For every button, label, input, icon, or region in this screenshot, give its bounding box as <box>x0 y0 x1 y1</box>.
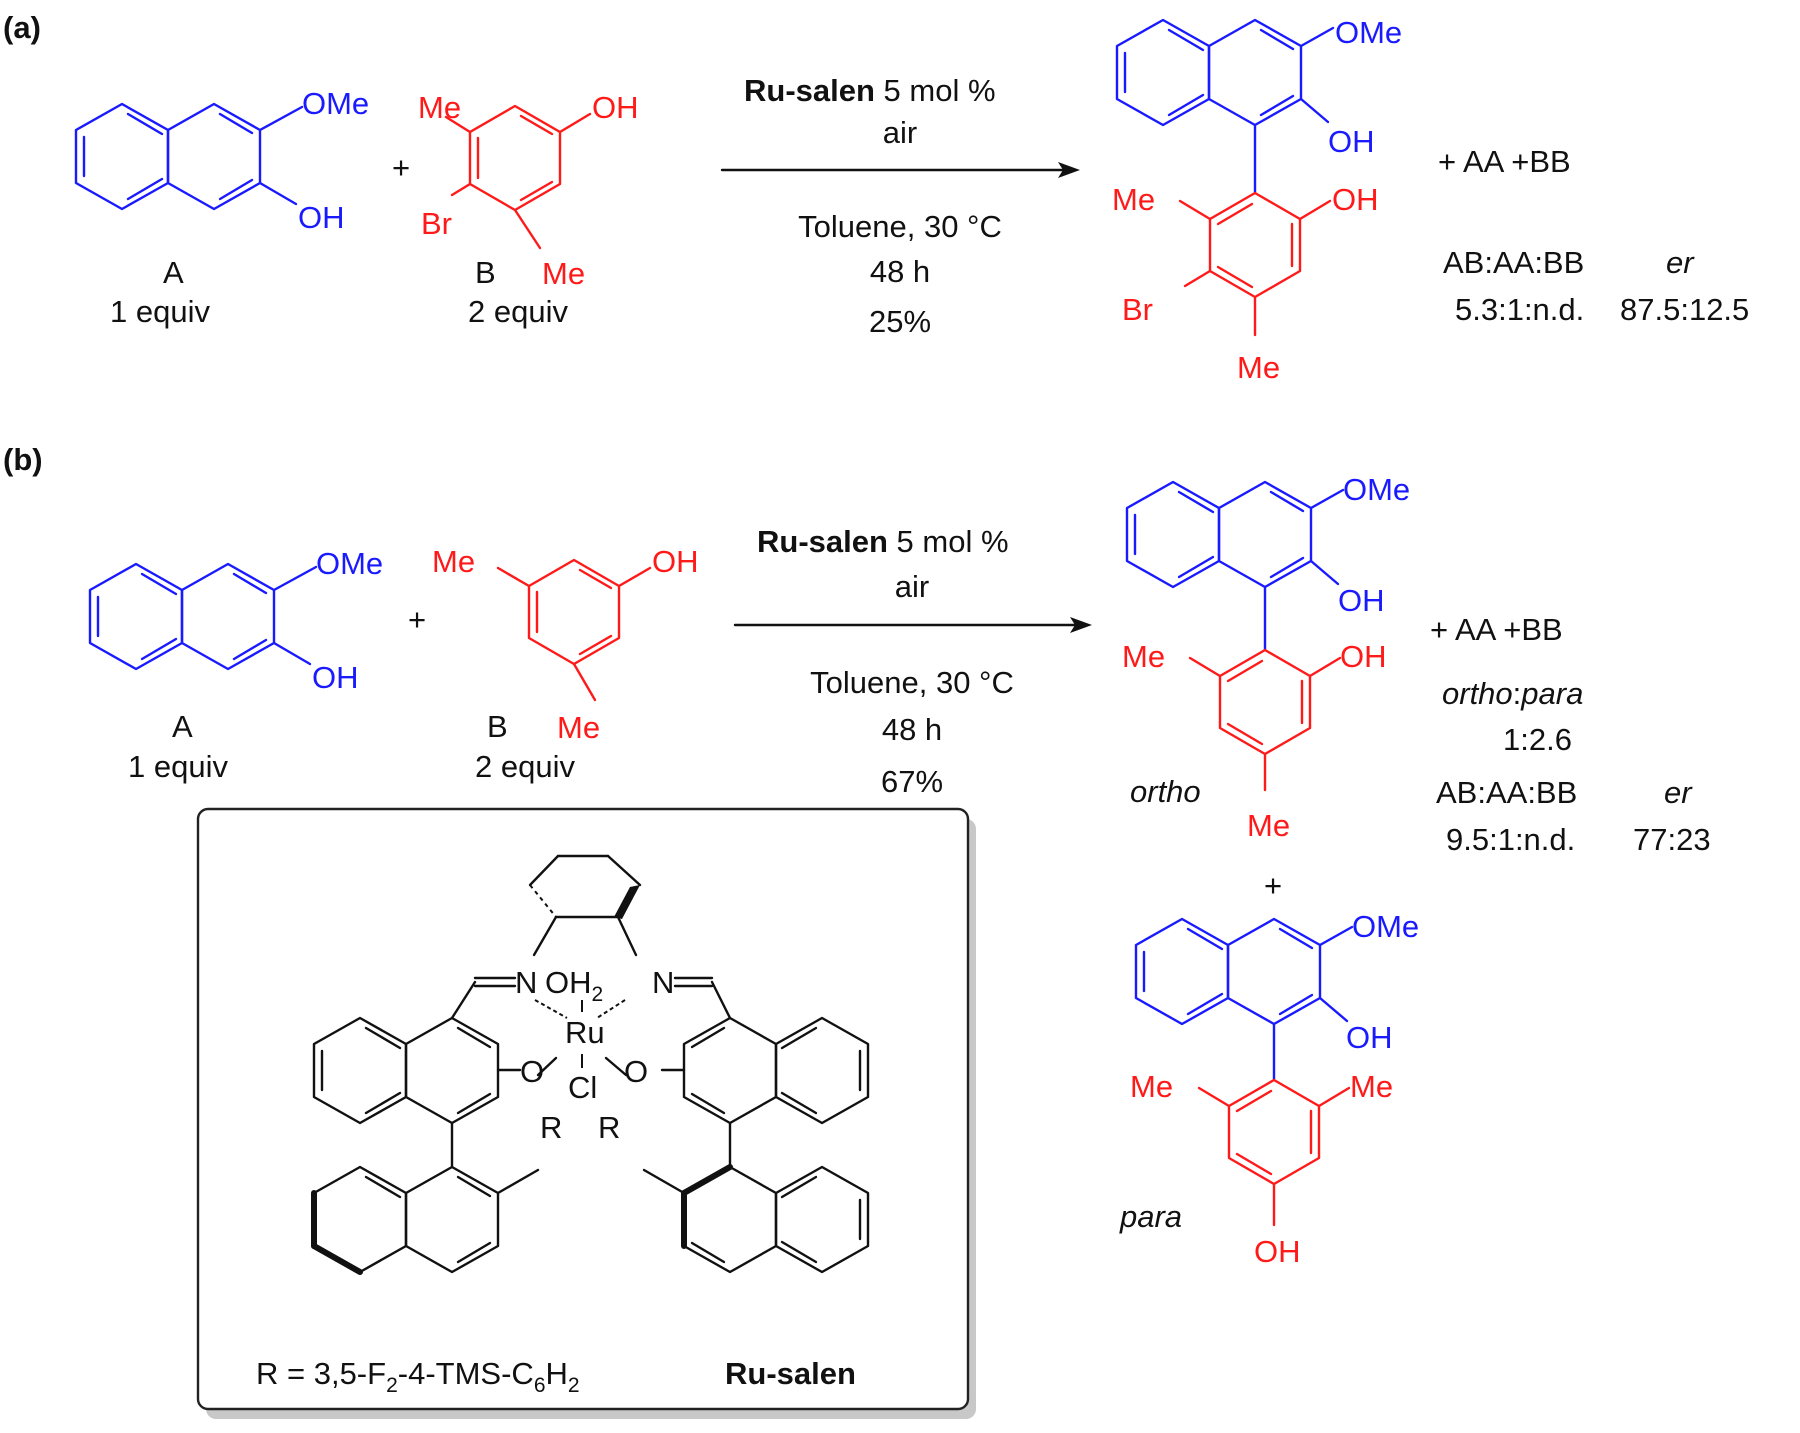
panel-b-ortho-product-me1: Me <box>1122 639 1165 674</box>
panel-b-reactant-a-oh: OH <box>312 660 359 695</box>
panel-a-product-structure <box>1115 18 1335 337</box>
catalyst-ru: Ru <box>565 1015 605 1050</box>
panel-a-reactant-b-br: Br <box>421 206 452 241</box>
panel-b-selectivity-header: ortho:para <box>1442 676 1583 711</box>
panel-a-plus: + <box>392 150 410 185</box>
panel-b-reactant-a-name: A <box>172 709 193 744</box>
panel-a-reactant-a-structure <box>74 102 304 211</box>
panel-b-reactant-b-me1: Me <box>432 544 475 579</box>
panel-a-label: (a) <box>3 10 41 45</box>
panel-b-er-header: er <box>1664 775 1693 810</box>
panel-a-reactant-a-oh: OH <box>298 200 345 235</box>
panel-b-reactant-b-equiv: 2 equiv <box>475 749 575 784</box>
catalyst-box <box>196 807 976 1419</box>
panel-b-reactant-a-ome: OMe <box>316 546 383 581</box>
panel-b-selectivity-value: 1:2.6 <box>1503 722 1572 757</box>
panel-a-reactant-a-ome: OMe <box>302 86 369 121</box>
panel-a-product-me1: Me <box>1112 182 1155 217</box>
panel-b-ortho-product-me2: Me <box>1247 808 1290 843</box>
panel-a-reaction-arrow <box>720 162 1080 178</box>
catalyst-cl: Cl <box>568 1070 597 1105</box>
catalyst-o-right: O <box>624 1054 648 1089</box>
panel-a-conditions-catalyst: Ru-salen 5 mol % <box>744 73 996 108</box>
panel-b-plus: + <box>408 602 426 637</box>
panel-b-ortho-label: ortho <box>1130 774 1201 809</box>
catalyst-oh2: OH2 <box>545 965 603 1006</box>
catalyst-n-right: N <box>652 965 674 1000</box>
panel-b-ortho-product-ome: OMe <box>1343 472 1410 507</box>
panel-b-conditions-atmosphere: air <box>895 569 929 604</box>
panel-a-reactant-b-me1: Me <box>418 90 461 125</box>
panel-a-reactant-a-name: A <box>163 255 184 290</box>
panel-b-plus-between-products: + <box>1264 868 1282 903</box>
panel-b-para-label: para <box>1119 1199 1182 1234</box>
panel-a-ratio-header: AB:AA:BB <box>1443 245 1584 280</box>
panel-b-para-product-ome: OMe <box>1352 909 1419 944</box>
panel-a-conditions-solvent: Toluene, 30 °C <box>798 209 1002 244</box>
panel-b-label: (b) <box>3 442 43 477</box>
ru-salen-structure <box>311 854 870 1275</box>
panel-a-product-br: Br <box>1122 292 1153 327</box>
panel-b-conditions-time: 48 h <box>882 712 942 747</box>
panel-b-conditions-yield: 67% <box>881 764 943 799</box>
panel-b-reactant-a-equiv: 1 equiv <box>128 749 228 784</box>
panel-b-ratio-header: AB:AA:BB <box>1436 775 1577 810</box>
panel-a-conditions-atmosphere: air <box>883 115 917 150</box>
panel-b-reactant-a-structure <box>88 562 318 671</box>
panel-b-reaction-arrow <box>733 617 1092 633</box>
panel-a-product-me2: Me <box>1237 350 1280 385</box>
catalyst-r-right: R <box>598 1110 620 1145</box>
panel-b-conditions-solvent: Toluene, 30 °C <box>810 665 1014 700</box>
panel-a-er-header: er <box>1666 245 1695 280</box>
panel-b-reactant-b-oh: OH <box>652 544 699 579</box>
panel-b-ratio-value: 9.5:1:n.d. <box>1446 822 1575 857</box>
panel-b-er-value: 77:23 <box>1633 822 1711 857</box>
panel-b-byproducts: + AA +BB <box>1430 612 1563 647</box>
catalyst-o-left: O <box>520 1054 544 1089</box>
panel-a-reactant-b-oh: OH <box>592 90 639 125</box>
catalyst-r-definition: R = 3,5-F2-4-TMS-C6H2 <box>256 1356 580 1397</box>
panel-a-reactant-b-structure <box>444 104 592 250</box>
panel-b-ortho-product-oh2: OH <box>1340 639 1387 674</box>
panel-a-reactant-b-equiv: 2 equiv <box>468 294 568 329</box>
panel-a-product-oh1: OH <box>1328 124 1375 159</box>
catalyst-name: Ru-salen <box>725 1356 856 1391</box>
panel-b-para-product-oh2: OH <box>1254 1234 1301 1269</box>
catalyst-n-left: N <box>515 965 537 1000</box>
panel-a-conditions-yield: 25% <box>869 304 931 339</box>
panel-b-ortho-product-structure <box>1125 480 1345 792</box>
panel-b-reactant-b-structure <box>496 558 652 702</box>
panel-a-reactant-a-equiv: 1 equiv <box>110 294 210 329</box>
panel-a-er-value: 87.5:12.5 <box>1620 292 1749 327</box>
panel-b-para-product-structure <box>1134 917 1354 1227</box>
panel-b-para-product-oh1: OH <box>1346 1020 1393 1055</box>
panel-b-conditions-catalyst: Ru-salen 5 mol % <box>757 524 1009 559</box>
panel-b-reactant-b-me2: Me <box>557 710 600 745</box>
panel-b-ortho-product-oh1: OH <box>1338 583 1385 618</box>
panel-a-product-oh2: OH <box>1332 182 1379 217</box>
panel-a-conditions-time: 48 h <box>870 254 930 289</box>
panel-a-byproducts: + AA +BB <box>1438 144 1571 179</box>
panel-b-reactant-b-name: B <box>487 709 508 744</box>
panel-b-para-product-me2: Me <box>1350 1069 1393 1104</box>
panel-a-ratio-value: 5.3:1:n.d. <box>1455 292 1584 327</box>
panel-a-product-ome: OMe <box>1335 15 1402 50</box>
panel-b-para-product-me1: Me <box>1130 1069 1173 1104</box>
panel-a-reactant-b-me2: Me <box>542 256 585 291</box>
catalyst-r-left: R <box>540 1110 562 1145</box>
panel-a-reactant-b-name: B <box>475 255 496 290</box>
